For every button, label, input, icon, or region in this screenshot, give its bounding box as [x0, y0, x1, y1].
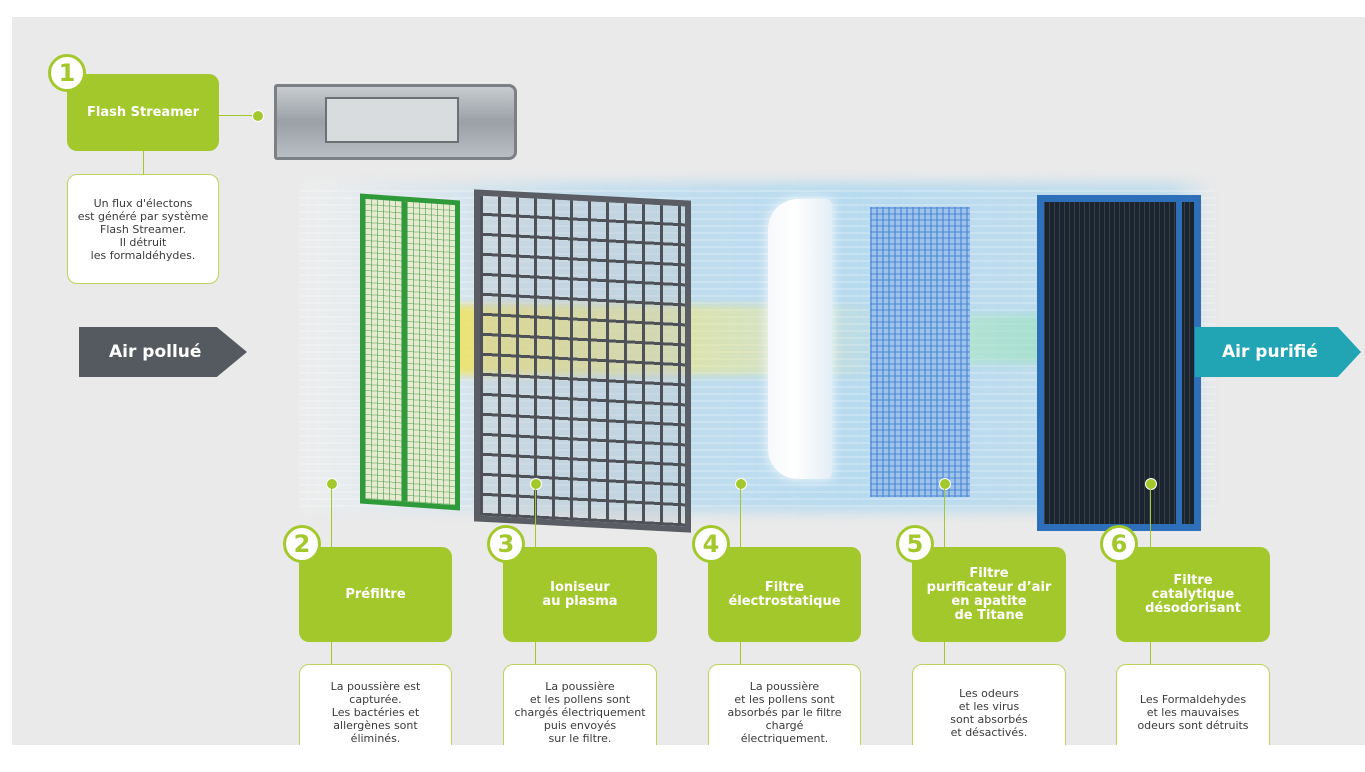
step-4-title-box: Filtre électrostatique	[708, 547, 861, 642]
connector-line	[740, 488, 741, 547]
connector-line	[1150, 488, 1151, 547]
step-5-description-box: Les odeurs et les virus sont absorbés et…	[912, 664, 1066, 745]
step-6-number-badge: 6	[1100, 525, 1138, 563]
electrostatic-filter-image	[768, 199, 832, 479]
purified-air-label: Air purifié	[1222, 342, 1318, 362]
step-4-description: La poussière et les pollens sont absorbé…	[727, 680, 842, 745]
connector-dot	[735, 478, 747, 490]
step-6-title-box: Filtre catalytique désodorisant	[1116, 547, 1270, 642]
step-1-title: Flash Streamer	[87, 104, 199, 120]
step-6-title: Filtre catalytique désodorisant	[1145, 572, 1241, 616]
step-3-description: La poussière et les pollens sont chargés…	[514, 680, 646, 745]
connector-line	[535, 642, 536, 664]
step-2-title-box: Préfiltre	[299, 547, 452, 642]
connector-dot	[326, 478, 338, 490]
connector-dot	[1145, 478, 1157, 490]
purified-air-arrow: Air purifié	[1195, 327, 1361, 377]
prefilter-image	[360, 193, 460, 511]
connector-dot	[939, 478, 951, 490]
connector-line	[944, 488, 945, 547]
connector-line	[740, 642, 741, 664]
step-3-title-box: Ioniseur au plasma	[503, 547, 657, 642]
step-5-title-box: Filtre purificateur d’air en apatite de …	[912, 547, 1066, 642]
step-5-number-badge: 5	[896, 525, 934, 563]
catalytic-filter-image	[1037, 195, 1201, 531]
titanium-apatite-filter-image	[870, 207, 970, 497]
step-3-number-badge: 3	[487, 525, 525, 563]
polluted-air-label: Air pollué	[109, 342, 202, 362]
step-5-description: Les odeurs et les virus sont absorbés et…	[950, 686, 1028, 739]
polluted-air-arrow: Air pollué	[79, 327, 247, 377]
connector-line	[143, 151, 144, 179]
connector-line	[331, 488, 332, 547]
step-6-description: Les Formaldehydes et les mauvaises odeur…	[1137, 693, 1249, 732]
plasma-ioniser-image	[474, 189, 691, 533]
connector-dot	[530, 478, 542, 490]
step-2-title: Préfiltre	[345, 586, 406, 602]
step-1-description: Un flux d'électons est généré par systèm…	[77, 196, 209, 262]
step-5-title: Filtre purificateur d’air en apatite de …	[926, 565, 1052, 623]
diagram-canvas: Air pollué Air purifié Flash Streamer 1 …	[12, 17, 1365, 745]
step-2-number-badge: 2	[283, 525, 321, 563]
flash-streamer-unit-image	[274, 84, 517, 160]
connector-line	[535, 488, 536, 547]
connector-line	[1150, 642, 1151, 664]
step-4-number-badge: 4	[692, 525, 730, 563]
step-3-title: Ioniseur au plasma	[542, 579, 618, 609]
step-1-number-badge: 1	[48, 54, 86, 92]
step-2-description-box: La poussière est capturée. Les bactéries…	[299, 664, 452, 745]
step-1-title-box: Flash Streamer	[67, 74, 219, 151]
step-4-description-box: La poussière et les pollens sont absorbé…	[708, 664, 861, 745]
step-2-description: La poussière est capturée. Les bactéries…	[330, 680, 421, 745]
step-6-description-box: Les Formaldehydes et les mauvaises odeur…	[1116, 664, 1270, 745]
connector-line	[217, 115, 257, 116]
step-3-description-box: La poussière et les pollens sont chargés…	[503, 664, 657, 745]
connector-line	[944, 642, 945, 664]
step-4-title: Filtre électrostatique	[728, 579, 841, 609]
connector-dot	[252, 110, 264, 122]
connector-line	[331, 642, 332, 664]
step-1-description-box: Un flux d'électons est généré par systèm…	[67, 174, 219, 284]
